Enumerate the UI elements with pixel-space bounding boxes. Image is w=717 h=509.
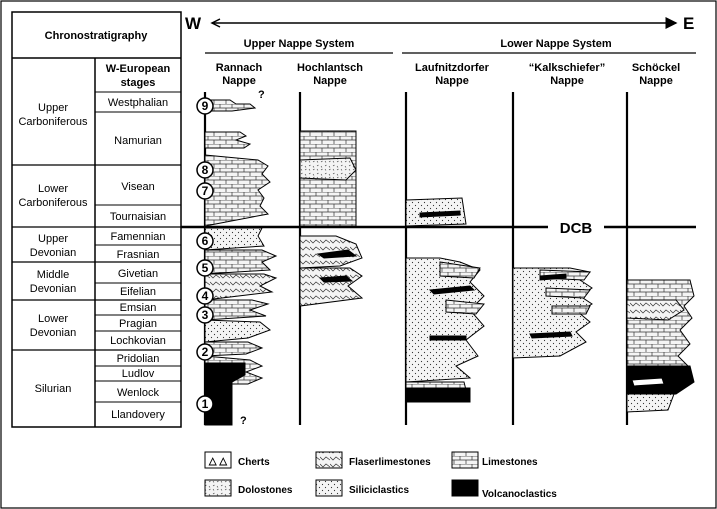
cherts-icon: △ △ bbox=[208, 456, 227, 467]
upper-nappe-system-title: Upper Nappe System bbox=[244, 38, 355, 50]
series-label: Carboniferous bbox=[18, 197, 88, 209]
hochlantsch-column bbox=[299, 130, 364, 307]
question-mark-bottom: ? bbox=[240, 415, 247, 427]
svg-text:3: 3 bbox=[202, 308, 209, 322]
legend-swatch-cherts bbox=[204, 451, 232, 469]
stage-label: Wenlock bbox=[117, 387, 159, 399]
svg-text:7: 7 bbox=[202, 184, 209, 198]
nappe-title: Nappe bbox=[435, 75, 469, 87]
schoeckel-column bbox=[626, 279, 695, 413]
svg-text:4: 4 bbox=[202, 289, 209, 303]
stage-label: Pridolian bbox=[117, 353, 160, 365]
nappe-title: Hochlantsch bbox=[297, 62, 363, 74]
series-label: Upper bbox=[38, 102, 68, 114]
question-mark-top: ? bbox=[258, 89, 265, 101]
legend-label-dolostones: Dolostones bbox=[238, 485, 293, 496]
stage-label: Namurian bbox=[114, 135, 162, 147]
marker-2: 2 bbox=[196, 343, 214, 361]
nappe-title: Nappe bbox=[313, 75, 347, 87]
stage-label: Famennian bbox=[110, 231, 165, 243]
event-markers: 9 8 7 6 5 4 3 2 1 ? ? bbox=[196, 89, 265, 427]
chronostratigraphy-table: Chronostratigraphy W-European stages Upp… bbox=[11, 11, 182, 428]
svg-text:6: 6 bbox=[202, 234, 209, 248]
series-label: Devonian bbox=[30, 247, 76, 259]
nappe-title: Laufnitzdorfer bbox=[415, 62, 490, 74]
marker-7: 7 bbox=[196, 182, 214, 200]
stage-label: Westphalian bbox=[108, 97, 168, 109]
east-label: E bbox=[683, 14, 694, 33]
stage-label: Tournaisian bbox=[110, 211, 166, 223]
stage-label: Pragian bbox=[119, 318, 157, 330]
legend-label-siliciclastics: Siliciclastics bbox=[349, 485, 409, 496]
nappe-title: Schöckel bbox=[632, 62, 680, 74]
legend-swatch-limestones bbox=[451, 451, 479, 469]
svg-text:2: 2 bbox=[202, 345, 209, 359]
stages-heading-line1: W-European bbox=[106, 63, 171, 75]
marker-1: 1 bbox=[196, 395, 214, 413]
svg-text:1: 1 bbox=[202, 397, 209, 411]
nappe-title: Rannach bbox=[216, 62, 263, 74]
stage-label: Eifelian bbox=[120, 286, 156, 298]
series-label: Carboniferous bbox=[18, 116, 88, 128]
lower-nappe-system-title: Lower Nappe System bbox=[500, 38, 611, 50]
series-label: Devonian bbox=[30, 327, 76, 339]
stage-label: Lochkovian bbox=[110, 335, 166, 347]
svg-text:9: 9 bbox=[202, 99, 209, 113]
legend-label-limestones: Limestones bbox=[482, 457, 538, 468]
series-label: Lower bbox=[38, 313, 68, 325]
series-label: Devonian bbox=[30, 283, 76, 295]
svg-text:8: 8 bbox=[202, 163, 209, 177]
legend: △ △ Cherts Flaserlimestones Limestones D… bbox=[204, 451, 557, 500]
marker-4: 4 bbox=[196, 287, 214, 305]
marker-3: 3 bbox=[196, 306, 214, 324]
stage-label: Givetian bbox=[118, 268, 158, 280]
stage-label: Llandovery bbox=[111, 409, 165, 421]
legend-label-flaserlimestones: Flaserlimestones bbox=[349, 457, 431, 468]
legend-swatch-volcanoclastics bbox=[451, 479, 479, 497]
series-label: Upper bbox=[38, 233, 68, 245]
marker-5: 5 bbox=[196, 259, 214, 277]
nappe-title: Nappe bbox=[639, 75, 673, 87]
chronostratigraphy-heading: Chronostratigraphy bbox=[45, 30, 149, 42]
svg-text:5: 5 bbox=[202, 261, 209, 275]
rannach-column bbox=[204, 99, 278, 426]
nappe-headers: Rannach Nappe Hochlantsch Nappe Laufnitz… bbox=[216, 62, 680, 87]
west-label: W bbox=[185, 14, 202, 33]
legend-label-volcanoclastics: Volcanoclastics bbox=[482, 489, 557, 500]
series-label: Middle bbox=[37, 269, 69, 281]
stages-heading-line2: stages bbox=[121, 77, 156, 89]
legend-swatch-dolostones bbox=[204, 479, 232, 497]
stage-label: Visean bbox=[121, 181, 154, 193]
kalkschiefer-column bbox=[512, 267, 593, 359]
nappe-title: “Kalkschiefer” bbox=[529, 62, 605, 74]
stage-label: Frasnian bbox=[117, 249, 160, 261]
direction-arrow: W E bbox=[185, 14, 694, 33]
marker-6: 6 bbox=[196, 232, 214, 250]
marker-9: 9 bbox=[196, 97, 214, 115]
legend-swatch-siliciclastics bbox=[315, 479, 343, 497]
dcb-label: DCB bbox=[560, 220, 593, 237]
marker-8: 8 bbox=[196, 161, 214, 179]
laufnitzdorfer-column bbox=[405, 197, 485, 403]
series-label: Lower bbox=[38, 183, 68, 195]
stage-label: Emsian bbox=[120, 302, 157, 314]
nappe-title: Nappe bbox=[550, 75, 584, 87]
stage-label: Ludlov bbox=[122, 368, 155, 380]
legend-label-cherts: Cherts bbox=[238, 457, 270, 468]
dcb-boundary: DCB bbox=[181, 220, 696, 237]
nappe-title: Nappe bbox=[222, 75, 256, 87]
series-label: Silurian bbox=[35, 383, 72, 395]
legend-swatch-flaserlimestones bbox=[315, 451, 343, 469]
